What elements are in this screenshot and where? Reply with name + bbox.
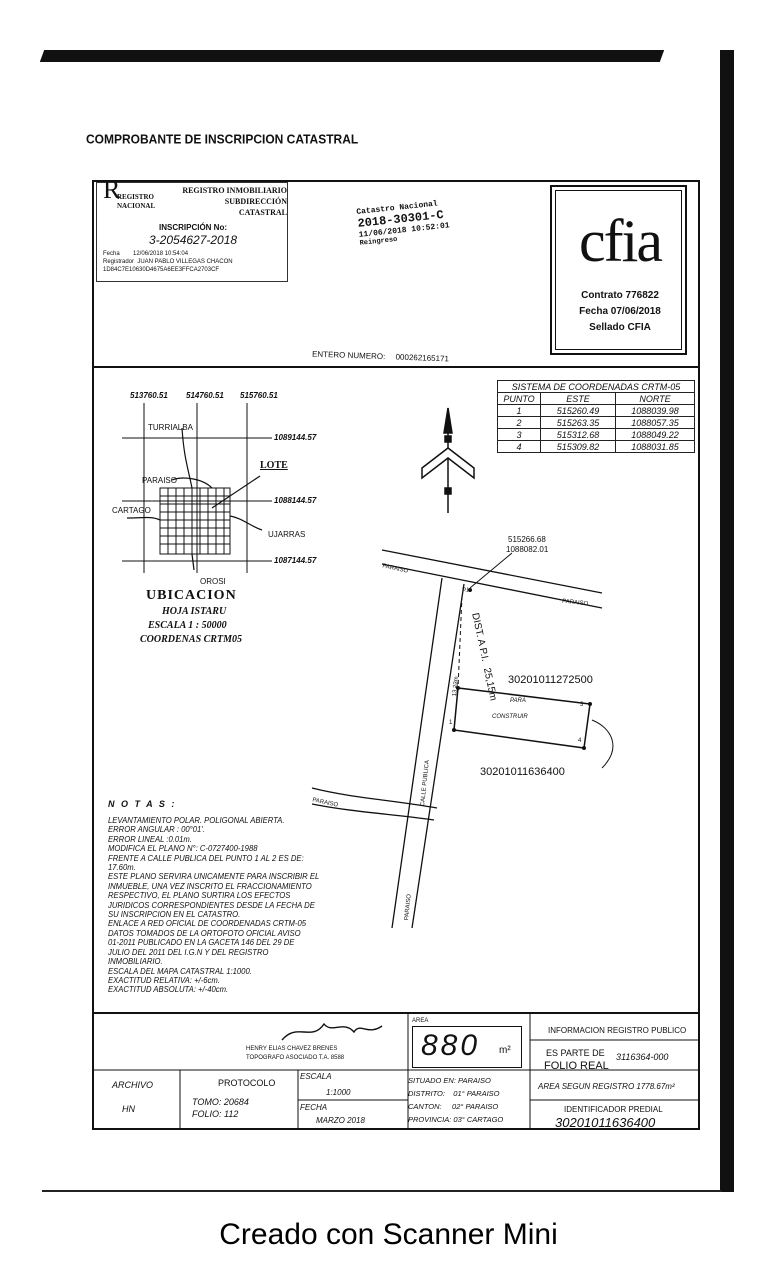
cfia-logo: cfia bbox=[579, 208, 663, 274]
location-map-roads bbox=[126, 427, 263, 571]
situado-en: SITUADO EN: PARAISO bbox=[408, 1076, 491, 1085]
lote-pointer bbox=[211, 475, 261, 509]
escala-label: ESCALA bbox=[300, 1072, 332, 1081]
info-registro-title: INFORMACION REGISTRO PUBLICO bbox=[548, 1026, 687, 1035]
map-x-coord-2: 514760.51 bbox=[186, 391, 224, 400]
tomo-value: TOMO: 20684 bbox=[192, 1097, 249, 1107]
north-arrow-icon bbox=[421, 407, 475, 513]
area-box: 880 m² bbox=[412, 1026, 522, 1068]
area-segun-registro: AREA SEGUN REGISTRO 1778.67m² bbox=[538, 1082, 675, 1091]
cfia-fecha: Fecha 07/06/2018 bbox=[579, 306, 661, 317]
coordenadas-label: COORDENAS CRTM05 bbox=[140, 634, 242, 645]
map-y-coord-3: 1087144.57 bbox=[274, 556, 317, 565]
notas-heading: N O T A S : bbox=[108, 799, 177, 809]
provincia: PROVINCIA: 03° CARTAGO bbox=[408, 1115, 504, 1124]
identificador-label: IDENTIFICADOR PREDIAL bbox=[564, 1105, 663, 1114]
map-y-coord-2: 1088144.57 bbox=[274, 496, 317, 505]
folio-label-2: FOLIO REAL bbox=[544, 1060, 609, 1072]
scanner-footer: Creado con Scanner Mini bbox=[219, 1218, 558, 1251]
construir-label: CONSTRUIR bbox=[492, 714, 528, 720]
town-grid bbox=[159, 487, 231, 555]
area-value: 880 bbox=[421, 1029, 481, 1062]
cfia-inner-box bbox=[555, 190, 682, 350]
point-1-label: 1 bbox=[449, 720, 453, 726]
place-paraiso: PARAISO bbox=[142, 476, 177, 485]
fecha-label: FECHA bbox=[300, 1103, 328, 1112]
hoja-label: HOJA ISTARU bbox=[162, 606, 227, 617]
para-label: PARA bbox=[510, 698, 526, 704]
cell: 4 bbox=[497, 440, 541, 453]
folio-value: 3116364-000 bbox=[616, 1052, 669, 1062]
place-turrialba: TURRIALBA bbox=[148, 423, 193, 432]
registro-sub2: CATASTRAL bbox=[238, 208, 287, 217]
cfia-contrato: Contrato 776822 bbox=[581, 290, 659, 301]
lot-polygon bbox=[453, 552, 614, 769]
fecha-value: MARZO 2018 bbox=[316, 1116, 365, 1125]
folio-label-1: ES PARTE DE bbox=[546, 1048, 605, 1058]
cfia-box bbox=[550, 185, 687, 355]
area-label: AREA bbox=[412, 1018, 429, 1024]
escala-value: 1:1000 bbox=[326, 1088, 351, 1097]
registro-registrador: Registrador JUAN PABLO VILLEGAS CHACON bbox=[103, 259, 233, 265]
registro-sub1: SUBDIRECCIÓN bbox=[224, 197, 287, 206]
area-unit: m² bbox=[499, 1045, 511, 1056]
point-4-label: 4 bbox=[578, 738, 582, 744]
footer-divider bbox=[92, 1012, 700, 1014]
registro-fecha: Fecha 12/06/2018 10:54:04 bbox=[103, 251, 189, 257]
registro-heading: REGISTRO INMOBILIARIO bbox=[182, 186, 287, 195]
cell: 1088031.85 bbox=[615, 440, 695, 453]
archivo-value: HN bbox=[122, 1104, 135, 1114]
footer-grid bbox=[92, 1012, 700, 1130]
signature-role: TOPOGRAFO ASOCIADO T.A. 8588 bbox=[246, 1055, 345, 1061]
plan-frame bbox=[92, 180, 700, 1130]
map-y-coord-1: 1089144.57 bbox=[274, 433, 317, 442]
site-roads bbox=[311, 549, 603, 929]
ubicacion-title: UBICACION bbox=[146, 588, 237, 603]
pi-coord-norte: 1088082.01 bbox=[506, 545, 549, 554]
place-ujarras: UJARRAS bbox=[268, 530, 306, 539]
cfia-sellado: Sellado CFIA bbox=[589, 322, 651, 333]
pi-label: P.I. bbox=[462, 588, 471, 594]
protocolo-label: PROTOCOLO bbox=[218, 1078, 276, 1088]
notas-body: LEVANTAMIENTO POLAR. POLIGONAL ABIERTA. … bbox=[108, 816, 320, 995]
registro-logo-text: REGISTRO NACIONAL bbox=[117, 193, 156, 210]
identificador-value: 30201011636400 bbox=[555, 1115, 656, 1130]
point-3-label: 3 bbox=[580, 702, 584, 708]
archivo-label: ARCHIVO bbox=[112, 1080, 154, 1090]
map-x-coord-1: 513760.51 bbox=[130, 391, 168, 400]
coordinate-table: SISTEMA DE COORDENADAS CRTM-05 PUNTO EST… bbox=[497, 380, 695, 453]
folio-protocolo-value: FOLIO: 112 bbox=[192, 1109, 239, 1119]
scan-edge-top bbox=[39, 50, 665, 62]
map-x-coord-3: 515760.51 bbox=[240, 391, 278, 400]
signature-scribble bbox=[281, 1022, 383, 1041]
registro-logo: R REGISTRO NACIONAL bbox=[103, 175, 156, 211]
escala-map-label: ESCALA 1 : 50000 bbox=[148, 620, 227, 631]
entero-value: 000262165171 bbox=[395, 352, 450, 364]
inscripcion-label: INSCRIPCIÓN No: bbox=[159, 223, 227, 232]
lote-label: LOTE bbox=[260, 460, 288, 471]
plan-drawing bbox=[122, 403, 614, 929]
place-cartago: CARTAGO bbox=[112, 506, 151, 515]
place-orosi: OROSI bbox=[200, 577, 226, 586]
canton: CANTON: 02° PARAISO bbox=[408, 1102, 499, 1111]
page-title: COMPROBANTE DE INSCRIPCION CATASTRAL bbox=[86, 131, 359, 147]
location-map-grid bbox=[122, 403, 272, 573]
distrito: DISTRITO: 01° PARAISO bbox=[408, 1089, 500, 1098]
header-divider bbox=[92, 366, 700, 368]
lot-bottom-id: 30201011636400 bbox=[480, 766, 565, 778]
point-2-label: 2 bbox=[455, 684, 459, 690]
scan-edge-bottom bbox=[42, 1190, 722, 1192]
registro-stamp: R REGISTRO NACIONAL REGISTRO INMOBILIARI… bbox=[96, 175, 288, 282]
inscripcion-number: 3-2054627-2018 bbox=[149, 233, 238, 247]
pi-coord-este: 515266.68 bbox=[508, 535, 546, 544]
lot-top-id: 30201011272500 bbox=[508, 674, 593, 686]
scan-edge-right bbox=[720, 50, 734, 1192]
signature-name: HENRY ELIAS CHAVEZ BRENES bbox=[246, 1046, 338, 1052]
registro-hash: 1D84C7E10630D4675A6EE3FFCA2703CF bbox=[103, 267, 220, 273]
